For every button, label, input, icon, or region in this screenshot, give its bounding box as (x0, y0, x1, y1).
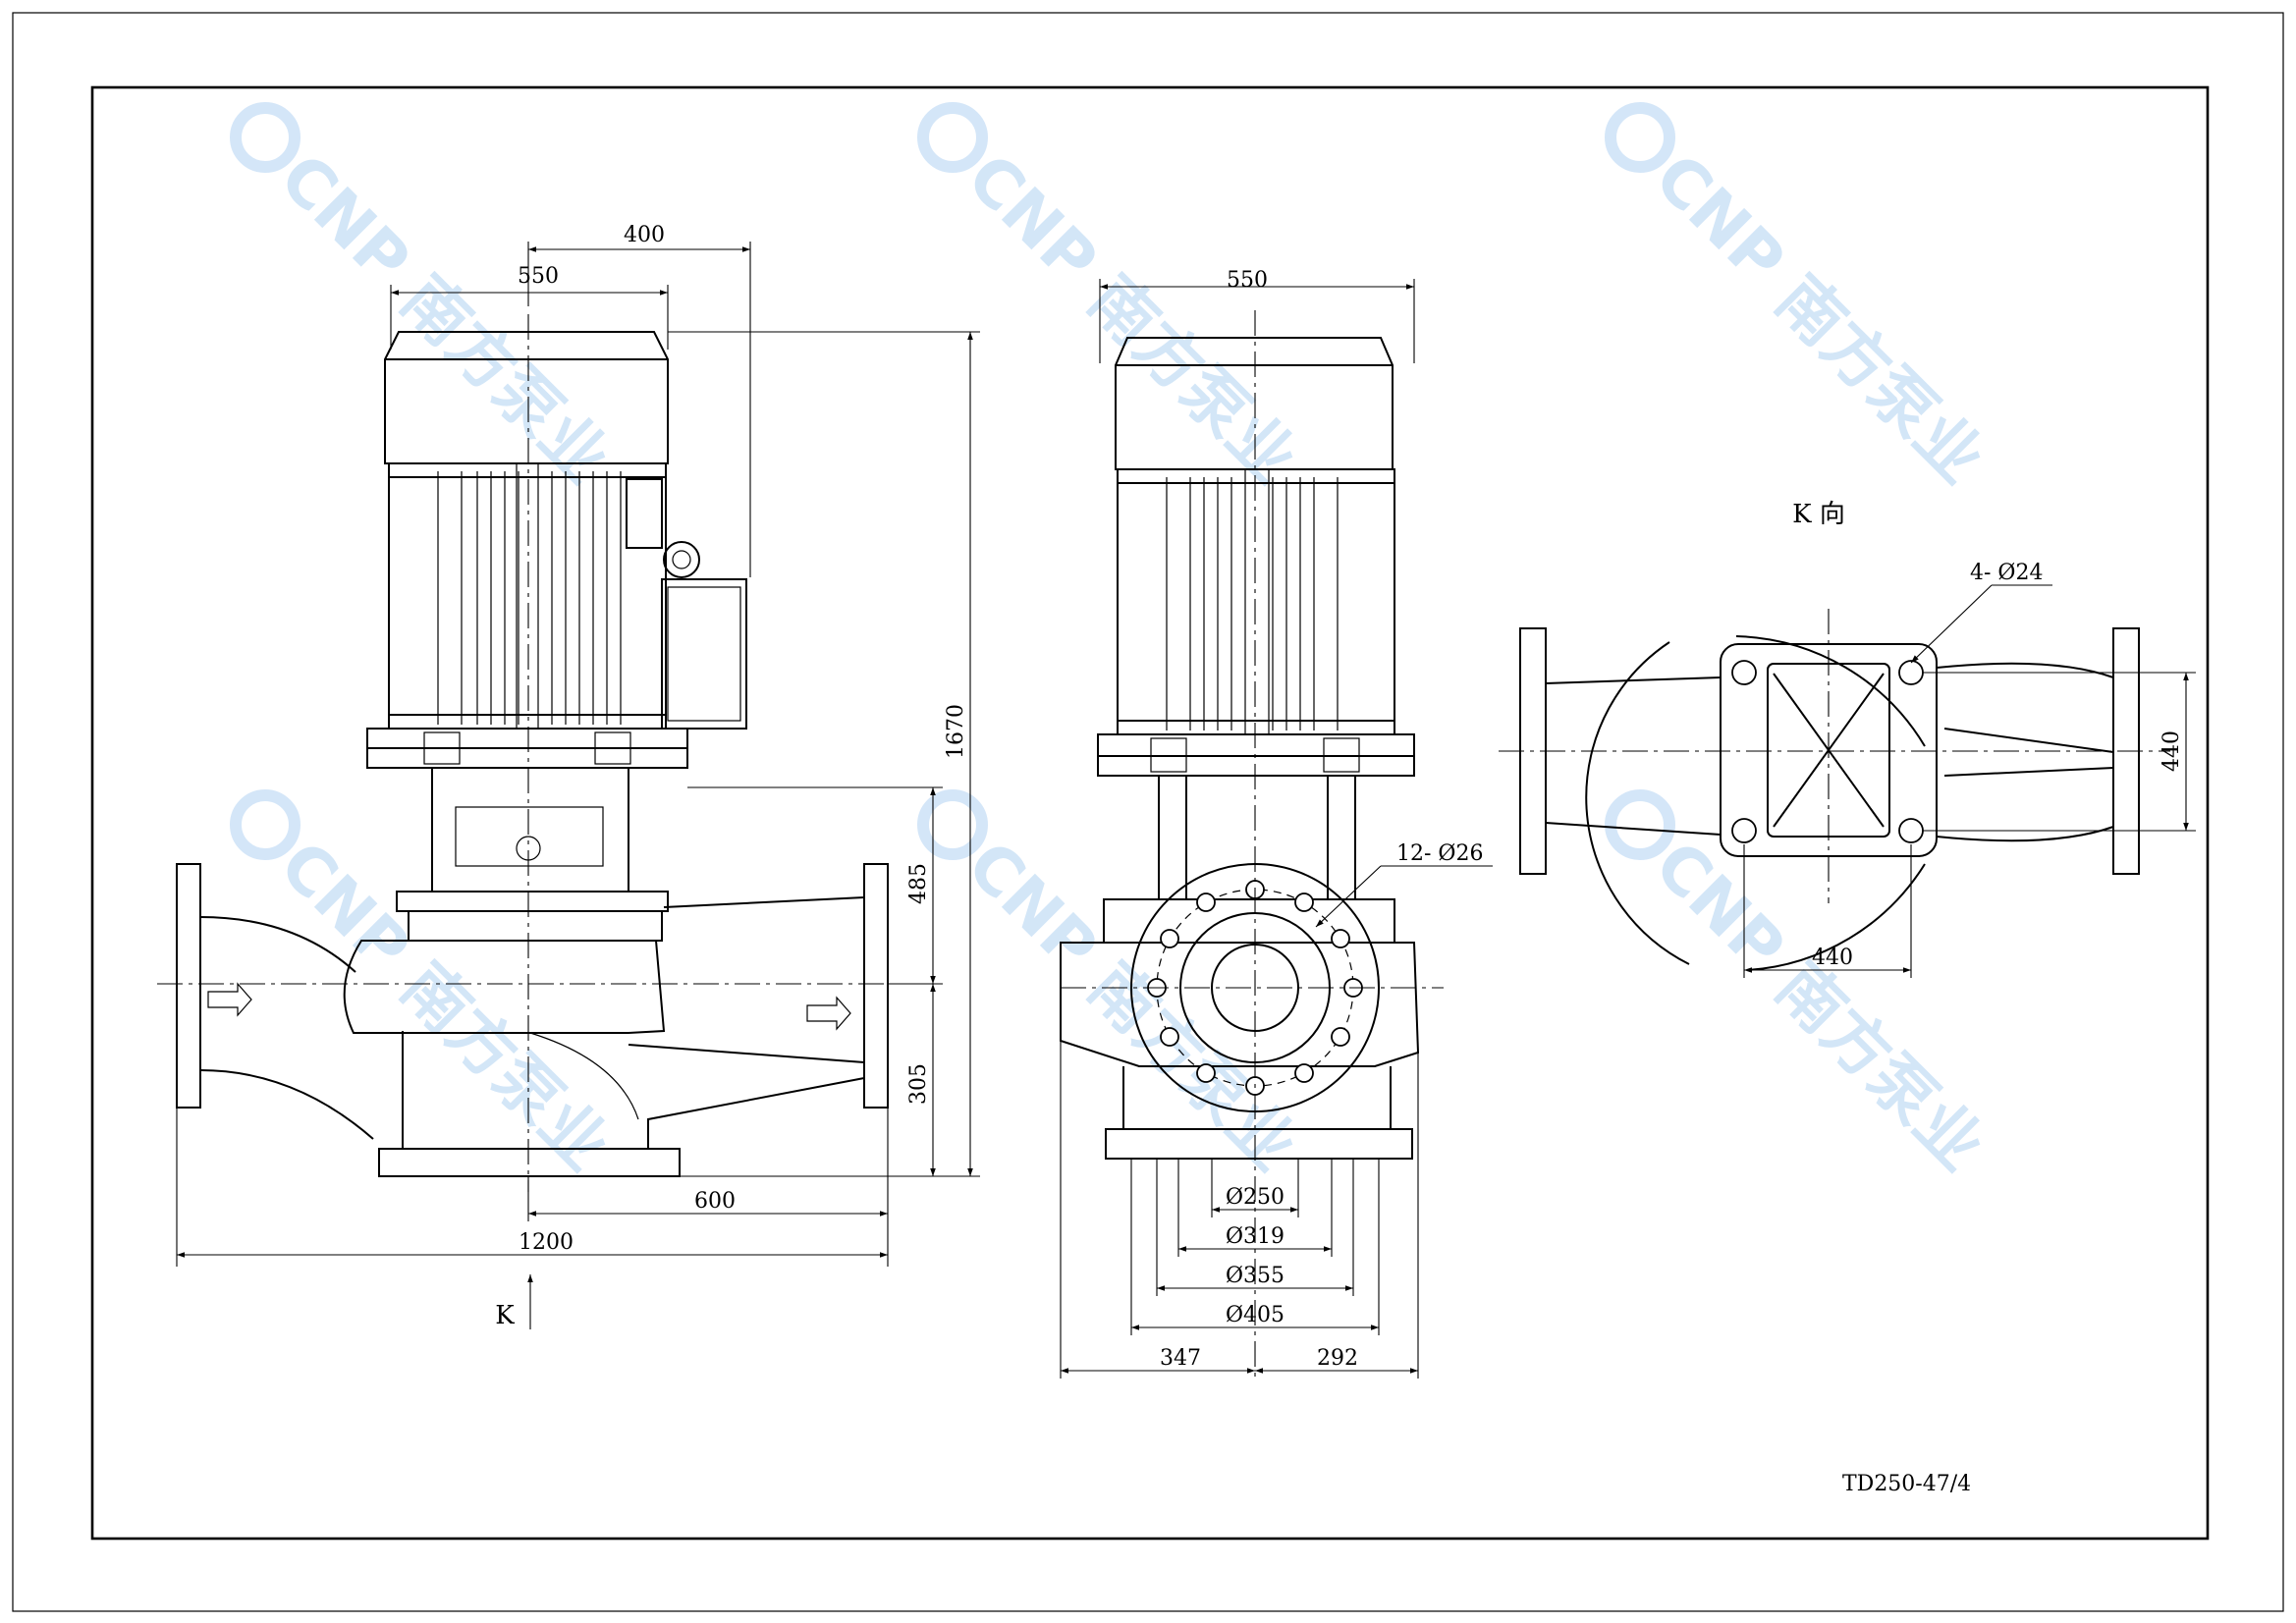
side-view-dimension-texts: 550 400 1670 485 305 600 1200 K (495, 223, 968, 1330)
dim-400-side: 400 (624, 223, 665, 247)
svg-text:CNP 南方泵业: CNP 南方泵业 (265, 827, 624, 1185)
dim-550-front: 550 (1227, 268, 1268, 293)
dim-600-side: 600 (694, 1189, 736, 1214)
outer-frame (12, 12, 2284, 1612)
model-number: TD250-47/4 (1842, 1472, 1971, 1496)
side-view (157, 314, 943, 1192)
dim-d319: Ø319 (1226, 1224, 1285, 1249)
dim-550-side: 550 (518, 264, 559, 289)
svg-text:CNP 南方泵业: CNP 南方泵业 (1640, 827, 1998, 1185)
side-view-dimensions (176, 242, 980, 1329)
dim-1200-side: 1200 (519, 1230, 574, 1255)
front-view-dimension-texts: 550 12- Ø26 Ø250 Ø319 Ø355 Ø405 347 292 (1160, 268, 1483, 1371)
dim-d250: Ø250 (1226, 1185, 1285, 1210)
drawing-border (90, 85, 2210, 1541)
svg-text:CNP 南方泵业: CNP 南方泵业 (265, 139, 624, 498)
k-arrow-label: K (495, 1301, 515, 1330)
dim-292: 292 (1317, 1346, 1358, 1371)
dim-485-side: 485 (906, 863, 931, 904)
k-view-texts: K 向 4- Ø24 440 440 (1792, 500, 2184, 970)
dim-440-horizontal: 440 (1812, 946, 1853, 970)
dim-305-side: 305 (906, 1063, 931, 1105)
k-view (1499, 609, 2170, 971)
watermark-logos: CNP 南方泵业 CNP 南方泵业 CNP 南方泵业 CNP 南方泵业 CNP … (230, 102, 1998, 1185)
k-view-title: K 向 (1792, 500, 1845, 529)
k-view-dimensions (1743, 584, 2196, 978)
front-view-dimensions (1060, 279, 1493, 1379)
pedestal-holes-label: 4- Ø24 (1970, 561, 2043, 585)
flange-holes-label: 12- Ø26 (1396, 841, 1483, 866)
dim-1670-side: 1670 (944, 704, 968, 759)
svg-text:CNP 南方泵业: CNP 南方泵业 (1640, 139, 1998, 498)
dim-440-vertical: 440 (2159, 730, 2184, 772)
dim-d355: Ø355 (1226, 1264, 1285, 1288)
dim-d405: Ø405 (1226, 1303, 1285, 1327)
svg-text:CNP 南方泵业: CNP 南方泵业 (953, 139, 1311, 498)
dim-347: 347 (1160, 1346, 1201, 1371)
